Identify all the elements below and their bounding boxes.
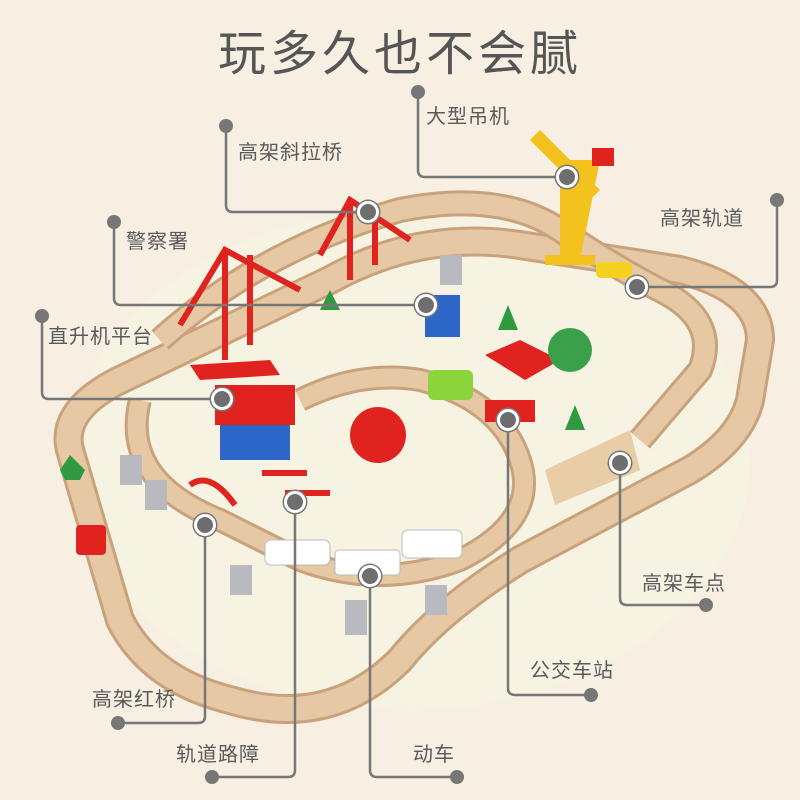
callout-dot-elevated-track — [770, 193, 784, 207]
label-roadblock: 轨道路障 — [176, 742, 260, 766]
hotspot-helipad[interactable] — [211, 388, 233, 410]
label-bus-station: 公交车站 — [530, 658, 614, 682]
headline: 玩多久也不会腻 — [217, 26, 582, 82]
label-crane: 大型吊机 — [426, 104, 510, 128]
callout-dot-cable-bridge — [219, 119, 233, 133]
callout-dot-bus-station — [584, 688, 598, 702]
hotspot-roadblock[interactable] — [284, 491, 306, 513]
label-helipad: 直升机平台 — [48, 324, 153, 348]
label-red-bridge: 高架红桥 — [92, 687, 176, 711]
callout-dot-police-station — [107, 215, 121, 229]
callout-dot-red-bridge — [111, 716, 125, 730]
hotspot-elevated-track[interactable] — [626, 276, 648, 298]
hotspot-police-station[interactable] — [415, 294, 437, 316]
hotspot-bus-station[interactable] — [497, 409, 519, 431]
hotspot-crane[interactable] — [556, 166, 578, 188]
hotspot-cable-bridge[interactable] — [357, 201, 379, 223]
label-elevated-stop: 高架车点 — [642, 571, 726, 595]
hotspot-bullet-train[interactable] — [359, 565, 381, 587]
hotspot-elevated-stop[interactable] — [609, 452, 631, 474]
callout-dot-crane — [411, 85, 425, 99]
callout-dot-elevated-stop — [699, 598, 713, 612]
callout-dot-bullet-train — [450, 770, 464, 784]
label-cable-bridge: 高架斜拉桥 — [238, 140, 343, 164]
callout-dot-helipad — [35, 309, 49, 323]
callout-dot-roadblock — [205, 770, 219, 784]
label-elevated-track: 高架轨道 — [660, 206, 744, 230]
hotspot-red-bridge[interactable] — [194, 514, 216, 536]
label-bullet-train: 动车 — [413, 742, 455, 766]
label-police-station: 警察署 — [126, 229, 189, 253]
